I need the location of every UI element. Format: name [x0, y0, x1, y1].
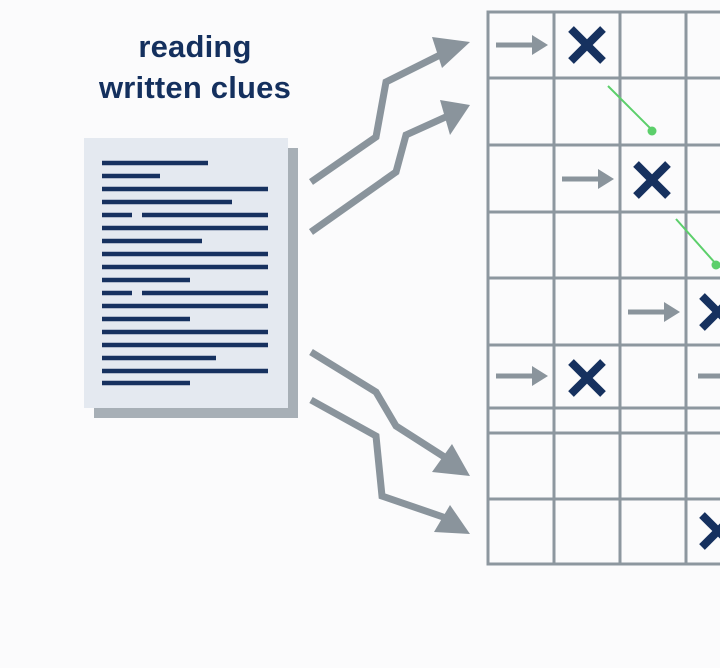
document-page — [84, 138, 288, 408]
link-lines — [607, 85, 717, 265]
arrow-to-row-2-head — [440, 100, 470, 135]
heading-line-2: written clues — [98, 70, 292, 105]
heading-line-1: reading — [138, 29, 252, 64]
document-icon — [84, 138, 298, 418]
x-mark-icon — [702, 515, 720, 547]
arrow-to-row-2 — [308, 111, 452, 235]
arrow-to-row-1-head — [432, 37, 470, 68]
link-dot — [711, 260, 720, 270]
x-mark-icon — [571, 29, 603, 61]
arrow-to-row-7-head — [432, 444, 470, 476]
x-mark-icon — [702, 296, 720, 328]
arrow-to-row-8-head — [434, 505, 470, 534]
arrow-right-icon — [496, 366, 548, 386]
link-dot — [647, 126, 657, 136]
arrow-to-row-7 — [309, 349, 448, 461]
arrow-to-row-8 — [309, 396, 448, 522]
x-mark-icon — [636, 164, 668, 196]
heading: reading written clues — [60, 26, 330, 108]
arrow-to-row-1 — [309, 48, 448, 185]
logic-grid — [486, 10, 720, 566]
connector-arrows — [308, 37, 470, 534]
arrow-right-icon — [496, 35, 548, 55]
arrow-right-icon — [628, 302, 680, 322]
document-text-lines — [102, 160, 268, 386]
x-mark-icon — [571, 362, 603, 394]
arrow-right-icon — [562, 169, 614, 189]
